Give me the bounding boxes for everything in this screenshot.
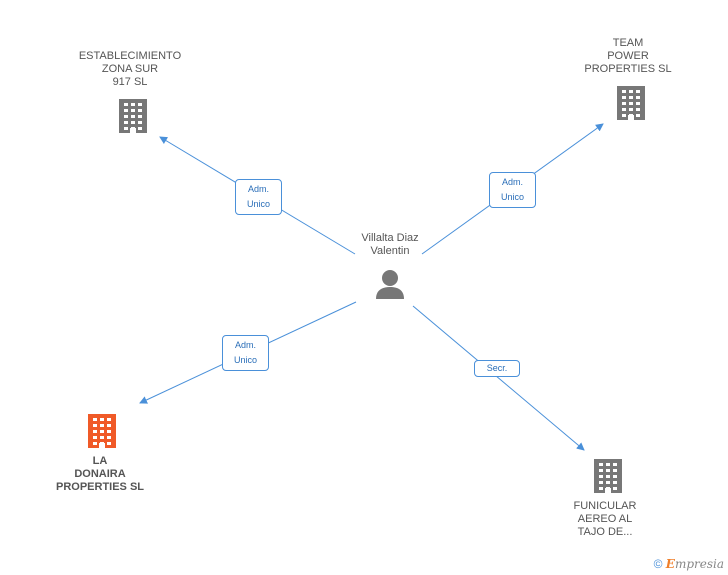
- company-label-line: LA: [92, 455, 108, 467]
- relation-label-team-power: Adm. Unico: [489, 172, 536, 208]
- person-label[interactable]: Villalta Diaz Valentin: [340, 232, 440, 258]
- copyright-icon: ©: [653, 557, 663, 571]
- footer-brand: © Empresia: [654, 557, 724, 571]
- company-label-line: FUNICULAR: [573, 500, 637, 512]
- relation-label-funicular: Secr.: [474, 360, 520, 377]
- company-label-line: POWER: [607, 50, 649, 62]
- company-label-line: ZONA SUR: [101, 63, 159, 75]
- relation-label-la-donaira: Adm. Unico: [222, 335, 269, 371]
- relation-label-line: Unico: [500, 192, 524, 202]
- edge-to-funicular: [412, 305, 585, 451]
- company-label-line: ESTABLECIMIENTO: [78, 50, 182, 62]
- empresia-logo: Empresia: [666, 557, 724, 571]
- company-label-line: 917 SL: [112, 76, 148, 88]
- relation-label-line: Unico: [233, 355, 257, 365]
- building-icon-la-donaira[interactable]: [88, 414, 116, 448]
- company-label-line: PROPERTIES SL: [584, 63, 672, 75]
- company-label-team-power[interactable]: TEAM POWER PROPERTIES SL: [568, 37, 688, 76]
- company-label-line: TAJO DE...: [577, 526, 633, 538]
- company-label-line: DONAIRA: [74, 468, 126, 480]
- relation-label-establecimiento: Adm. Unico: [235, 179, 282, 215]
- relation-label-line: Secr.: [486, 363, 508, 373]
- person-name-line2: Valentin: [370, 245, 410, 257]
- company-label-funicular[interactable]: FUNICULAR AEREO AL TAJO DE...: [545, 500, 665, 539]
- relation-label-line: Adm.: [247, 184, 269, 194]
- logo-text: mpresia: [674, 557, 724, 571]
- company-label-establecimiento[interactable]: ESTABLECIMIENTO ZONA SUR 917 SL: [70, 50, 190, 89]
- company-label-line: TEAM: [612, 37, 644, 49]
- company-label-line: AEREO AL: [577, 513, 633, 525]
- relation-label-line: Adm.: [501, 177, 523, 187]
- building-icon-team-power[interactable]: [617, 86, 645, 120]
- building-icon-establecimiento[interactable]: [119, 99, 147, 133]
- company-label-la-donaira[interactable]: LA DONAIRA PROPERTIES SL: [40, 455, 160, 494]
- relation-label-line: Adm.: [234, 340, 256, 350]
- person-name-line1: Villalta Diaz: [361, 232, 419, 244]
- logo-letter: E: [665, 557, 675, 571]
- company-label-line: PROPERTIES SL: [55, 481, 145, 493]
- person-icon[interactable]: [376, 270, 404, 299]
- relation-label-line: Unico: [246, 199, 270, 209]
- building-icon-funicular[interactable]: [594, 459, 622, 493]
